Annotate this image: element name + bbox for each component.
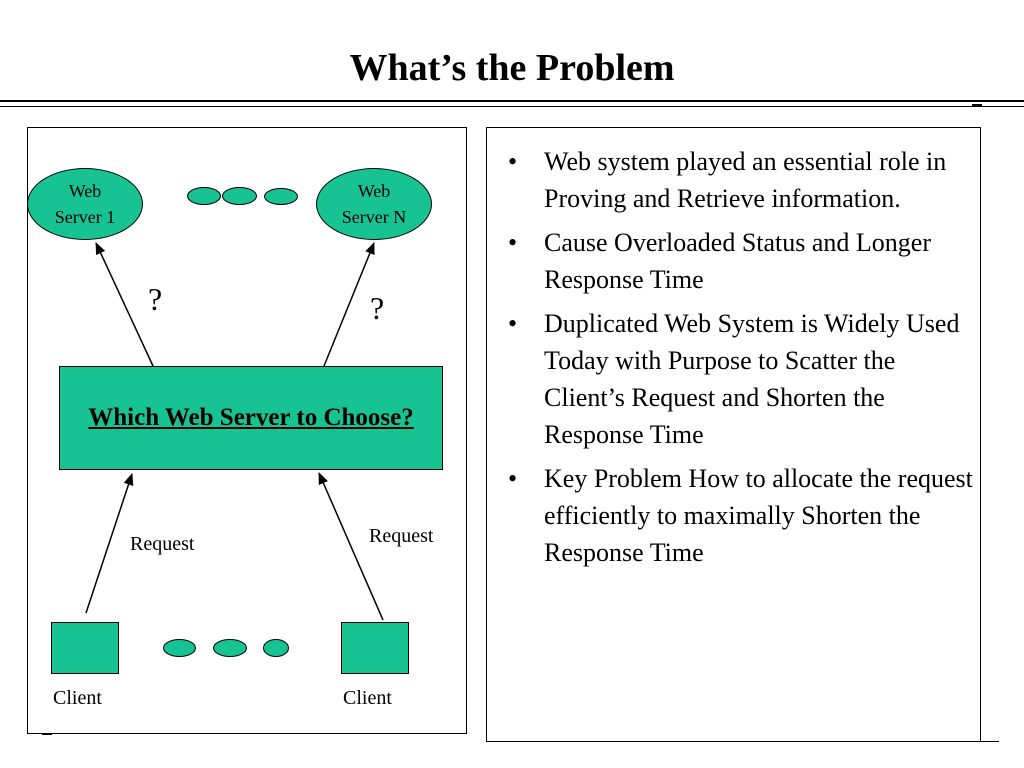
title-rule-thick (0, 100, 1024, 102)
corner-tick-top-right (972, 104, 982, 106)
title-rule-thin (0, 106, 1024, 107)
web-server-n-label: Web Server N (341, 180, 407, 227)
ellipsis-dot (187, 187, 221, 205)
corner-tick-bottom-left (42, 733, 52, 735)
ellipsis-dot (263, 639, 289, 657)
web-server-n: Web Server N (316, 168, 432, 240)
client-label-left: Client (53, 687, 102, 709)
bullet-item: Key Problem How to allocate the request … (508, 460, 980, 571)
bullet-item: Web system played an essential role in P… (508, 143, 980, 217)
bullet-item: Duplicated Web System is Widely Used Tod… (508, 305, 980, 453)
web-server-1: Web Server 1 (27, 168, 143, 240)
client-box-right (341, 622, 409, 674)
decision-box: Which Web Server to Choose? (59, 366, 443, 470)
diagram-panel (27, 127, 467, 734)
corner-tick-bottom-right (981, 741, 999, 742)
question-mark-left: ? (148, 281, 163, 317)
ellipsis-dot (213, 639, 247, 657)
bullet-panel (486, 127, 981, 742)
bullet-list: Web system played an essential role in P… (508, 143, 980, 578)
client-label-right: Client (343, 687, 392, 709)
slide-title: What’s the Problem (349, 47, 675, 89)
bullet-item: Cause Overloaded Status and Longer Respo… (508, 224, 980, 298)
request-label-right: Request (369, 525, 434, 547)
request-label-left: Request (130, 533, 195, 555)
ellipsis-dot (163, 639, 196, 657)
web-server-1-label: Web Server 1 (54, 180, 116, 227)
decision-box-label: Which Web Server to Choose? (88, 404, 414, 432)
ellipsis-dot (264, 188, 298, 205)
question-mark-right: ? (370, 290, 385, 326)
ellipsis-dot (222, 187, 257, 205)
client-box-left (51, 622, 119, 674)
